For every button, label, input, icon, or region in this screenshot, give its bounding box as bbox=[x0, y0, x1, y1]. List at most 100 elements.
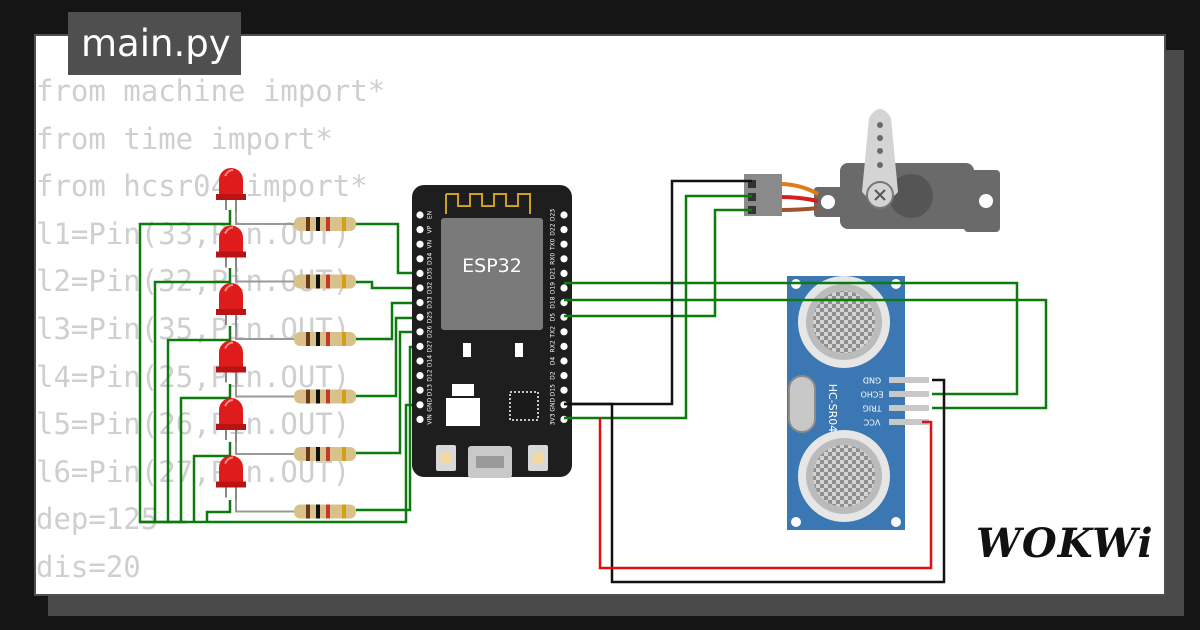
pin-label: D27 bbox=[427, 340, 434, 352]
led-ground-wires bbox=[138, 210, 420, 524]
pin-label: D34 bbox=[427, 252, 434, 264]
red-led-icon bbox=[219, 225, 243, 254]
signal-wires bbox=[564, 179, 1048, 584]
pin-hole[interactable] bbox=[416, 401, 424, 409]
pin-label: D33 bbox=[427, 296, 434, 308]
pin-hole[interactable] bbox=[560, 357, 568, 365]
sensor-pin-label: GND bbox=[863, 376, 881, 385]
resistor-icon bbox=[294, 504, 356, 519]
pin-hole[interactable] bbox=[560, 328, 568, 336]
pin-label: D14 bbox=[427, 355, 434, 367]
pin-hole[interactable] bbox=[560, 372, 568, 380]
pin-label: RX2 bbox=[550, 340, 557, 352]
pin-label: VIN bbox=[427, 414, 434, 424]
pin-hole[interactable] bbox=[416, 211, 424, 219]
pin-hole[interactable] bbox=[416, 269, 424, 277]
code-line: from time import* bbox=[36, 121, 333, 156]
pin-hole[interactable] bbox=[416, 255, 424, 263]
code-line: from machine import* bbox=[36, 74, 386, 108]
pin-hole[interactable] bbox=[560, 255, 568, 263]
led-signal-wires bbox=[350, 222, 420, 512]
resistor-icon bbox=[294, 389, 356, 404]
led-with-resistor bbox=[216, 168, 356, 231]
pin-hole[interactable] bbox=[416, 313, 424, 321]
file-tab[interactable]: main.py bbox=[68, 12, 241, 75]
sensor-pin-header: GND ECHO TRIG VCC bbox=[861, 376, 929, 427]
pin-hole[interactable] bbox=[416, 328, 424, 336]
pin-hole[interactable] bbox=[560, 284, 568, 292]
pin-label: GND bbox=[427, 398, 434, 412]
board-label: ESP32 bbox=[462, 255, 522, 277]
pin-label: D13 bbox=[427, 384, 434, 396]
pin-label: D5 bbox=[550, 313, 557, 322]
pin-hole[interactable] bbox=[416, 372, 424, 380]
red-led-icon bbox=[219, 168, 243, 196]
red-led-icon bbox=[219, 455, 243, 484]
led-array bbox=[216, 168, 356, 519]
pin-hole[interactable] bbox=[560, 386, 568, 394]
red-led-icon bbox=[219, 398, 243, 426]
sensor-pin-label: VCC bbox=[863, 418, 880, 427]
pin-label: D23 bbox=[550, 209, 557, 221]
pin-hole[interactable] bbox=[416, 226, 424, 234]
pin-label: D4 bbox=[550, 357, 557, 366]
led-with-resistor bbox=[216, 340, 356, 404]
sensor-pin-label: ECHO bbox=[861, 390, 884, 399]
sensor-pin[interactable] bbox=[889, 391, 929, 397]
pin-hole[interactable] bbox=[416, 342, 424, 350]
pin-label: TX0 bbox=[550, 238, 557, 251]
pin-label: EN bbox=[427, 211, 434, 219]
code-line: dep=125 bbox=[36, 502, 159, 537]
sensor-pin[interactable] bbox=[889, 419, 929, 425]
led-with-resistor bbox=[216, 455, 356, 519]
led-with-resistor bbox=[216, 398, 356, 461]
pin-label: D35 bbox=[427, 267, 434, 279]
resistor-icon bbox=[294, 274, 356, 289]
pin-label: TX2 bbox=[550, 326, 557, 339]
code-line: l4=Pin(25,Pin.OUT) bbox=[36, 359, 351, 394]
pin-label: VN bbox=[427, 240, 434, 249]
pin-hole[interactable] bbox=[416, 240, 424, 248]
sensor-pin[interactable] bbox=[889, 405, 929, 411]
pin-hole[interactable] bbox=[416, 357, 424, 365]
pin-label: D32 bbox=[427, 282, 434, 294]
pin-label: D21 bbox=[550, 267, 557, 279]
pin-hole[interactable] bbox=[416, 284, 424, 292]
resistor-icon bbox=[294, 217, 356, 231]
code-line: l5=Pin(26,Pin.OUT) bbox=[36, 407, 351, 442]
pin-label: D18 bbox=[550, 296, 557, 308]
servo-motor[interactable] bbox=[744, 109, 1000, 232]
pin-label: D22 bbox=[550, 223, 557, 235]
pin-hole[interactable] bbox=[560, 240, 568, 248]
pin-label: 3V3 bbox=[550, 413, 557, 425]
resistor-icon bbox=[294, 447, 356, 461]
pin-label: D25 bbox=[427, 311, 434, 323]
pin-label: D2 bbox=[550, 371, 557, 380]
pin-label: D15 bbox=[550, 384, 557, 396]
pin-label: RX0 bbox=[550, 253, 557, 265]
pin-label: D19 bbox=[550, 282, 557, 294]
esp32-board[interactable]: ESP32 ENVPVND34D35D32D33D25D26D27D14D12D… bbox=[412, 185, 572, 478]
pin-hole[interactable] bbox=[560, 211, 568, 219]
pin-label: D26 bbox=[427, 325, 434, 337]
red-led-icon bbox=[219, 340, 243, 369]
code-line: from hcsr04 import* bbox=[36, 169, 368, 204]
pin-label: VP bbox=[427, 225, 434, 233]
code-line: dis=20 bbox=[36, 549, 141, 584]
sensor-pin-label: TRIG bbox=[862, 404, 882, 413]
pin-hole[interactable] bbox=[416, 415, 424, 423]
pin-hole[interactable] bbox=[560, 342, 568, 350]
esp32-chip bbox=[441, 218, 543, 330]
resistor-icon bbox=[294, 332, 356, 346]
pin-hole[interactable] bbox=[560, 226, 568, 234]
sensor-label: HC-SR04 bbox=[826, 384, 839, 433]
red-led-icon bbox=[219, 283, 243, 311]
pin-label: GND bbox=[550, 398, 557, 412]
pin-hole[interactable] bbox=[416, 299, 424, 307]
hc-sr04-sensor[interactable]: HC-SR04 GND ECHO TRIG VCC bbox=[787, 276, 929, 530]
pin-hole[interactable] bbox=[560, 269, 568, 277]
pin-label: D12 bbox=[427, 369, 434, 381]
sensor-pin[interactable] bbox=[889, 377, 929, 383]
pin-hole[interactable] bbox=[416, 386, 424, 394]
